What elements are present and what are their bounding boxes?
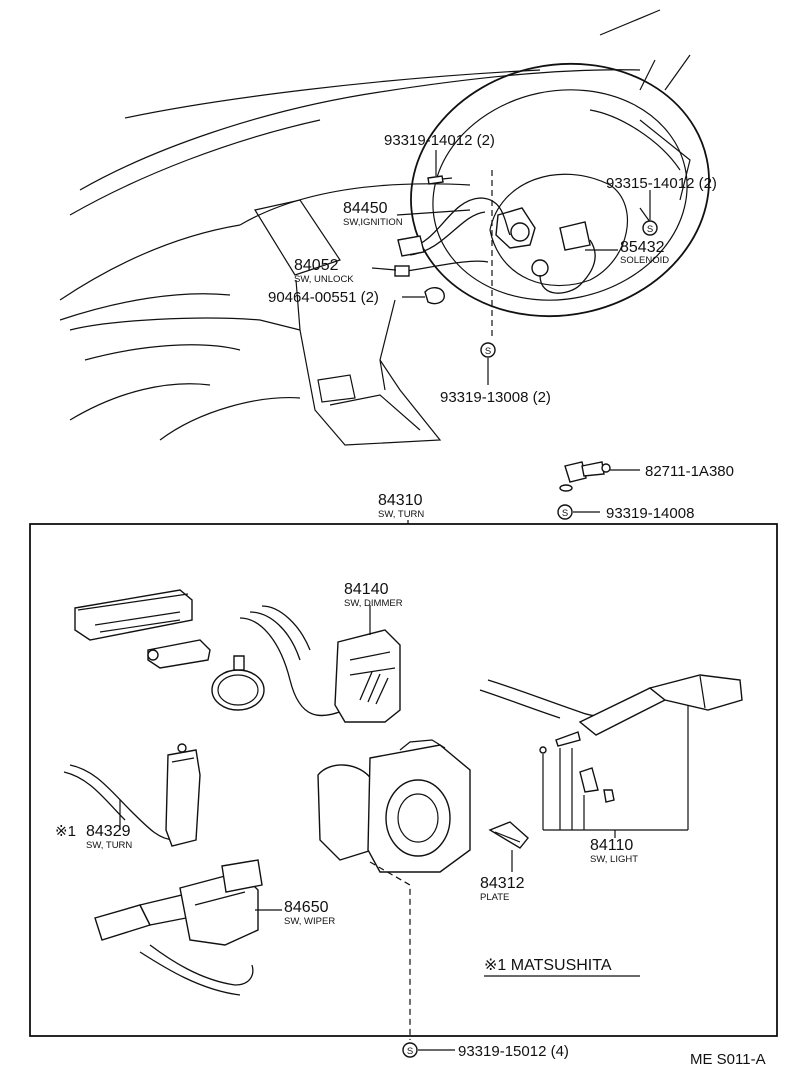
label-85432-desc: SOLENOID	[620, 255, 669, 266]
s-mark: S	[485, 346, 491, 357]
label-84310: 84310	[378, 492, 423, 509]
label-84312-desc: PLATE	[480, 892, 509, 903]
s-mark-group-top: S S	[480, 220, 658, 358]
dashboard-illustration	[59, 9, 710, 446]
s-mark: S	[647, 224, 653, 235]
s-mark: S	[562, 508, 568, 519]
light-switch	[479, 674, 743, 838]
label-82711-1A380: 82711-1A380	[645, 463, 734, 480]
bracket-82711: S 82711-1A380 93319-14008	[557, 461, 734, 522]
label-93319-14008: 93319-14008	[606, 505, 694, 522]
label-93315-14012: 93315-14012 (2)	[606, 175, 717, 192]
label-84310-desc: SW, TURN	[378, 509, 424, 520]
label-84450-desc: SW,IGNITION	[343, 217, 403, 228]
plate	[488, 821, 529, 872]
label-84450: 84450	[343, 200, 388, 217]
label-84140: 84140	[344, 581, 389, 598]
label-93319-14012: 93319-14012 (2)	[384, 132, 495, 149]
label-84052-desc: SW, UNLOCK	[294, 274, 354, 285]
top-labels: 93319-14012 (2) 93315-14012 (2) 84450 SW…	[268, 132, 717, 406]
wiper-switch	[94, 859, 282, 996]
turn-switch	[63, 743, 201, 847]
label-84052: 84052	[294, 257, 339, 274]
label-84329-desc: SW, TURN	[86, 840, 132, 851]
note-matsushita: ※1 MATSUSHITA	[484, 957, 612, 974]
label-84140-desc: SW, DIMMER	[344, 598, 403, 609]
label-93319-13008: 93319-13008 (2)	[440, 389, 551, 406]
label-90464-00551: 90464-00551 (2)	[268, 289, 379, 306]
label-85432: 85432	[620, 239, 665, 256]
label-84650-desc: SW, WIPER	[284, 916, 335, 927]
label-84110: 84110	[590, 837, 633, 854]
dimmer-switch	[239, 605, 401, 723]
assembly-frame	[29, 523, 778, 1037]
label-84312: 84312	[480, 875, 525, 892]
diagram-code: ME S011-A	[690, 1051, 766, 1068]
connector-block	[74, 589, 211, 669]
label-84650: 84650	[284, 899, 329, 916]
band-clip	[211, 655, 265, 711]
label-84329: 84329	[86, 823, 131, 840]
label-84329-mark: ※1	[55, 823, 76, 840]
turn-switch-body	[317, 739, 471, 1040]
label-93319-15012: 93319-15012 (4)	[458, 1043, 569, 1060]
s-mark: S	[407, 1046, 413, 1057]
label-84110-desc: SW, LIGHT	[590, 854, 638, 865]
